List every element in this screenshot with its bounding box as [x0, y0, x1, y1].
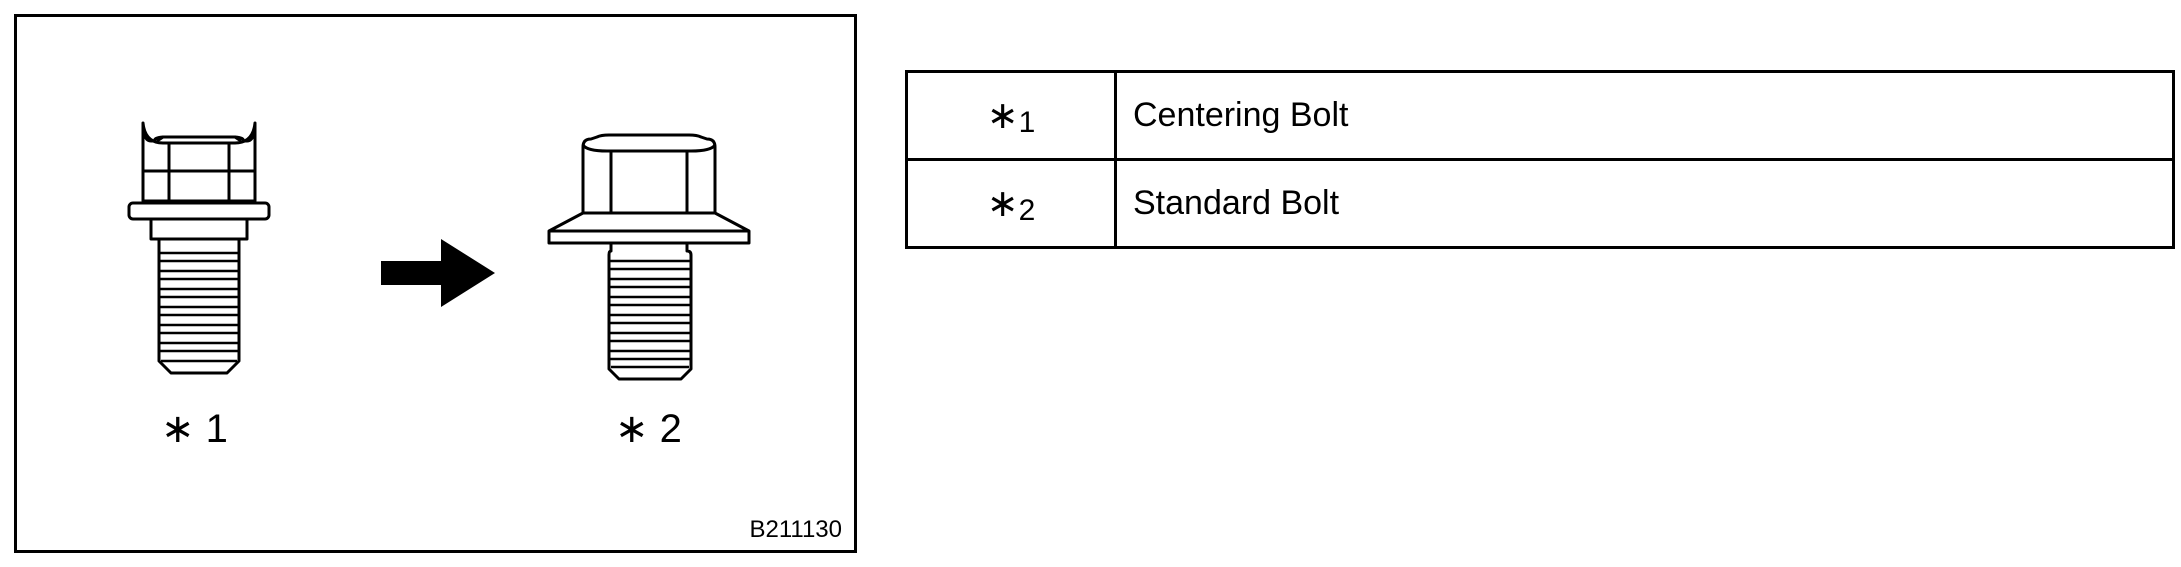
legend-table: ∗1 Centering Bolt ∗2 Standard Bolt: [905, 70, 2175, 249]
legend-key-1: ∗1: [905, 70, 1117, 161]
legend-description-2: Standard Bolt: [1114, 158, 2175, 249]
callout-1: ∗ 1: [161, 409, 228, 449]
figure-id: B211130: [749, 516, 842, 543]
table-row: ∗1 Centering Bolt: [905, 70, 2175, 161]
arrow-right-icon: [381, 239, 495, 307]
legend-key-2-number: 2: [1018, 194, 1036, 227]
legend-key-2: ∗2: [905, 158, 1117, 249]
callout-1-number: 1: [205, 407, 228, 451]
bolt-illustration: [127, 121, 751, 381]
callout-2-symbol: ∗: [615, 407, 649, 451]
legend-description-1: Centering Bolt: [1114, 70, 2175, 161]
standard-bolt-icon: [547, 133, 751, 381]
legend-key-1-symbol: ∗: [986, 95, 1019, 137]
callout-2-number: 2: [659, 407, 682, 451]
callout-2: ∗ 2: [615, 409, 682, 449]
legend-key-1-number: 1: [1018, 106, 1036, 139]
callout-1-symbol: ∗: [161, 407, 195, 451]
table-row: ∗2 Standard Bolt: [905, 158, 2175, 249]
centering-bolt-icon: [127, 121, 271, 375]
figure-frame: ∗ 1 ∗ 2 B211130: [14, 14, 857, 553]
legend-key-2-symbol: ∗: [986, 183, 1019, 225]
